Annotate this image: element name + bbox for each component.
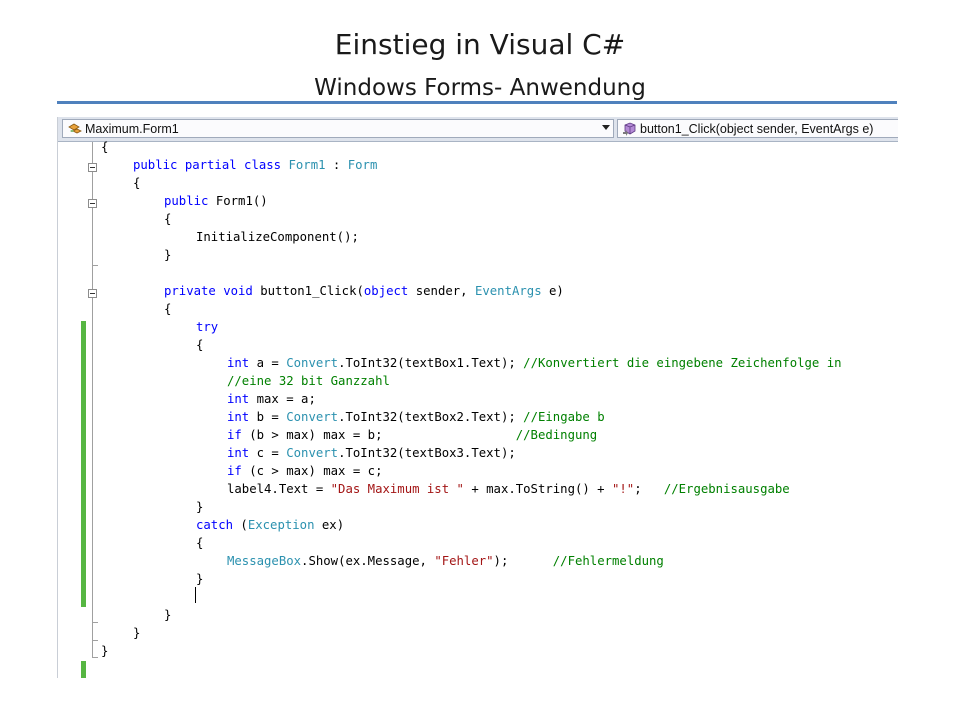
code-line: {	[164, 302, 172, 316]
member-dropdown-value: button1_Click(object sender, EventArgs e…	[640, 121, 874, 136]
code-line: catch (Exception ex)	[196, 518, 345, 532]
code-line: }	[196, 500, 204, 514]
code-line: }	[196, 572, 204, 586]
code-line: }	[101, 644, 109, 658]
collapse-icon[interactable]	[88, 289, 97, 298]
code-line: InitializeComponent();	[196, 230, 359, 244]
code-line: {	[196, 338, 204, 352]
outline-end	[92, 265, 98, 266]
code-line: {	[164, 212, 172, 226]
code-line: int b = Convert.ToInt32(textBox2.Text); …	[227, 410, 605, 424]
code-line: //eine 32 bit Ganzzahl	[227, 374, 390, 388]
outline-end	[92, 657, 98, 658]
editor-gutter	[58, 142, 98, 678]
method-icon	[622, 121, 638, 137]
class-dropdown[interactable]: Maximum.Form1	[62, 119, 614, 138]
collapse-icon[interactable]	[88, 163, 97, 172]
collapse-icon[interactable]	[88, 199, 97, 208]
code-line: MessageBox.Show(ex.Message, "Fehler"); /…	[227, 554, 664, 568]
chevron-down-icon[interactable]	[602, 125, 610, 130]
code-line: }	[164, 248, 172, 262]
member-dropdown[interactable]: button1_Click(object sender, EventArgs e…	[617, 119, 898, 138]
code-line: if (c > max) max = c;	[227, 464, 383, 478]
code-line: int max = a;	[227, 392, 316, 406]
slide-subtitle: Windows Forms- Anwendung	[314, 75, 646, 101]
code-line: public Form1()	[164, 194, 268, 208]
code-line: int c = Convert.ToInt32(textBox3.Text);	[227, 446, 516, 460]
code-line: }	[164, 608, 172, 622]
slide-title: Einstieg in Visual C#	[334, 28, 626, 61]
code-line: {	[196, 536, 204, 550]
code-line: public partial class Form1 : Form	[133, 158, 378, 172]
title-divider	[57, 101, 897, 104]
code-line: }	[133, 626, 141, 640]
code-line: try	[196, 320, 219, 334]
code-line: int a = Convert.ToInt32(textBox1.Text); …	[227, 356, 842, 370]
navigation-bar: Maximum.Form1 button1_Click(object sende…	[58, 117, 898, 142]
code-line: {	[101, 140, 109, 154]
class-icon	[67, 121, 83, 137]
change-indicator	[81, 321, 86, 607]
outline-guide	[92, 142, 93, 657]
code-line: {	[133, 176, 141, 190]
change-indicator	[81, 661, 86, 678]
code-line: label4.Text = "Das Maximum ist " + max.T…	[227, 482, 790, 496]
code-line: private void button1_Click(object sender…	[164, 284, 564, 298]
outline-end	[92, 640, 98, 641]
text-cursor	[195, 587, 196, 603]
code-line: if (b > max) max = b; //Bedingung	[227, 428, 598, 442]
outline-end	[92, 622, 98, 623]
code-editor[interactable]: Maximum.Form1 button1_Click(object sende…	[57, 117, 898, 678]
class-dropdown-value: Maximum.Form1	[85, 121, 179, 136]
